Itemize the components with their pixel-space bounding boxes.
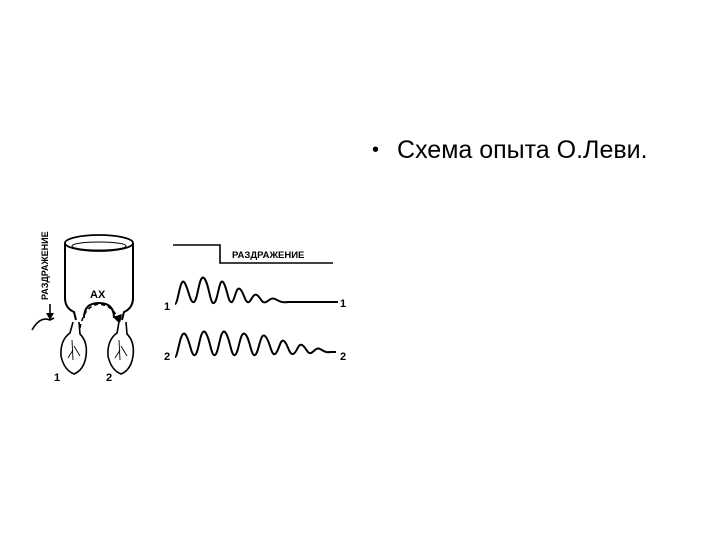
trace-2-right-label: 2 bbox=[340, 351, 346, 363]
acetylcholine-label: АХ bbox=[90, 289, 106, 301]
heart-1 bbox=[60, 321, 88, 375]
trace-2 bbox=[174, 330, 336, 358]
stimulus-trace bbox=[173, 244, 333, 264]
heart-1-label: 1 bbox=[54, 372, 60, 384]
bullet-item: • Схема опыта О.Леви. bbox=[372, 136, 648, 165]
fluid-reservoir bbox=[64, 234, 134, 321]
trace-2-left-label: 2 bbox=[164, 351, 170, 363]
stimulus-arrow bbox=[31, 304, 55, 331]
acetylcholine-transfer-arrow bbox=[79, 303, 122, 329]
bullet-text: Схема опыта О.Леви. bbox=[397, 136, 648, 164]
bullet-dot-icon: • bbox=[372, 139, 380, 161]
heart-2-label: 2 bbox=[106, 372, 112, 384]
trace-1 bbox=[174, 276, 338, 305]
trace-1-left-label: 1 bbox=[164, 301, 170, 313]
stimulus-vertical-label: РАЗДРАЖЕНИЕ bbox=[40, 231, 50, 300]
stimulus-trace-label: РАЗДРАЖЕНИЕ bbox=[232, 250, 304, 261]
trace-1-right-label: 1 bbox=[340, 298, 346, 310]
heart-2 bbox=[107, 321, 135, 375]
